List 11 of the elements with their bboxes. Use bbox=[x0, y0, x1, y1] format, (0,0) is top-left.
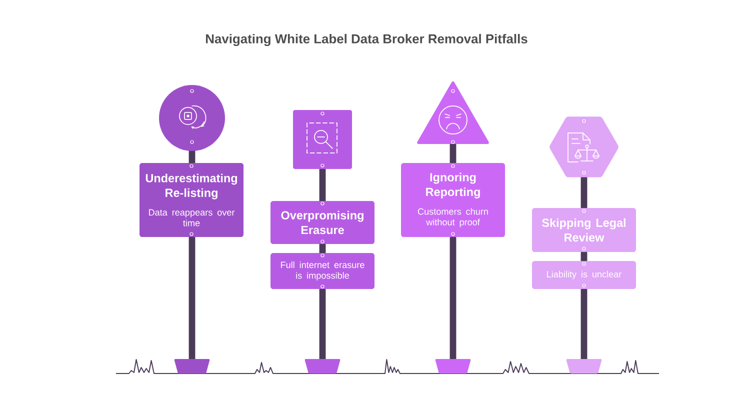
sign-board: Ignoring Reporting Customers churn without proof bbox=[401, 163, 505, 237]
circle-sign bbox=[159, 85, 225, 151]
sign-board: Full internet erasure is impossible bbox=[270, 253, 374, 289]
square-sign bbox=[293, 110, 352, 169]
triangle-sign bbox=[417, 81, 489, 144]
hexagon-sign bbox=[550, 116, 618, 178]
title: Navigating White Label Data Broker Removal Pitfalls bbox=[206, 34, 528, 46]
sign-board: Liability is unclear bbox=[532, 261, 636, 289]
sign-board: Skipping Legal Review bbox=[532, 208, 636, 252]
sign-board: Overpromising Erasure bbox=[270, 201, 374, 244]
sign-board: Underestimating Re-listing Data reappears over time bbox=[140, 163, 244, 237]
